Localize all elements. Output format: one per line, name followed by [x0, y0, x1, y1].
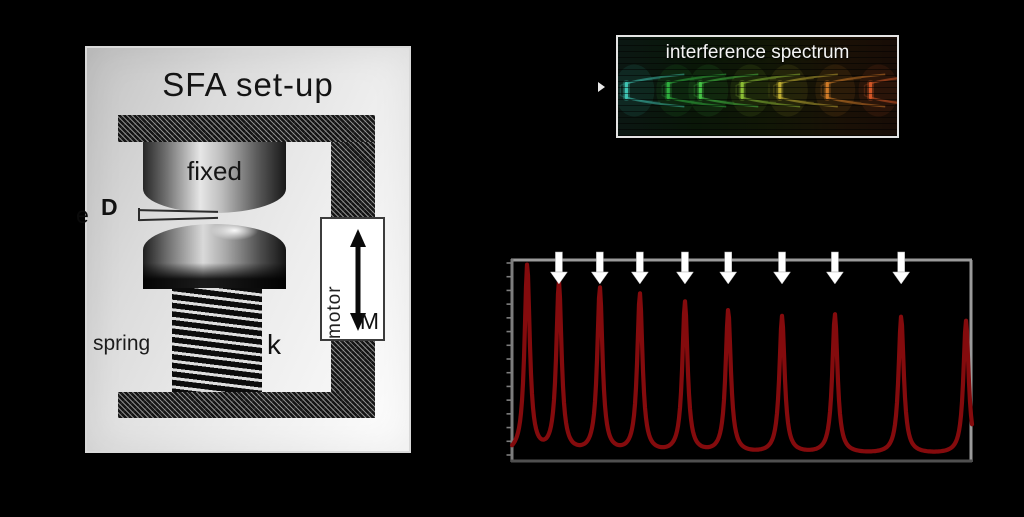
motor-box: motor M: [320, 217, 385, 341]
motor-m-label: M: [359, 308, 379, 334]
gap-tick: [138, 208, 140, 221]
sfa-setup-panel: SFA set-up fixed D e spring k motor M: [76, 48, 409, 451]
chart-svg: [506, 251, 975, 463]
frame-hatch-bottom-bar: [118, 392, 375, 418]
gap-line-lower: [138, 216, 219, 222]
frame-hatch-top-bar: [118, 115, 375, 142]
interference-spectrum-image: interference spectrum: [616, 35, 899, 138]
spring-label: spring: [93, 332, 151, 355]
distance-word-partial: e: [76, 202, 89, 228]
gap-line-upper: [138, 209, 219, 213]
distance-d-label: D: [101, 194, 118, 220]
motor-label: motor: [324, 285, 345, 339]
spring-coil: [172, 288, 262, 392]
spectrum-striations-overlay: [618, 37, 897, 136]
spring-constant-label: k: [267, 329, 281, 360]
sfa-panel-title: SFA set-up: [162, 66, 334, 103]
intensity-spectrum-chart: [505, 250, 979, 468]
spring-mounted-surface-cylinder: [143, 224, 286, 289]
fixed-label: fixed: [187, 156, 242, 186]
fixed-surface-cylinder: fixed: [143, 142, 286, 213]
pointer-triangle-icon: [598, 82, 605, 92]
motor-double-arrow-icon: [350, 229, 366, 331]
spectrum-title: interference spectrum: [665, 42, 850, 63]
